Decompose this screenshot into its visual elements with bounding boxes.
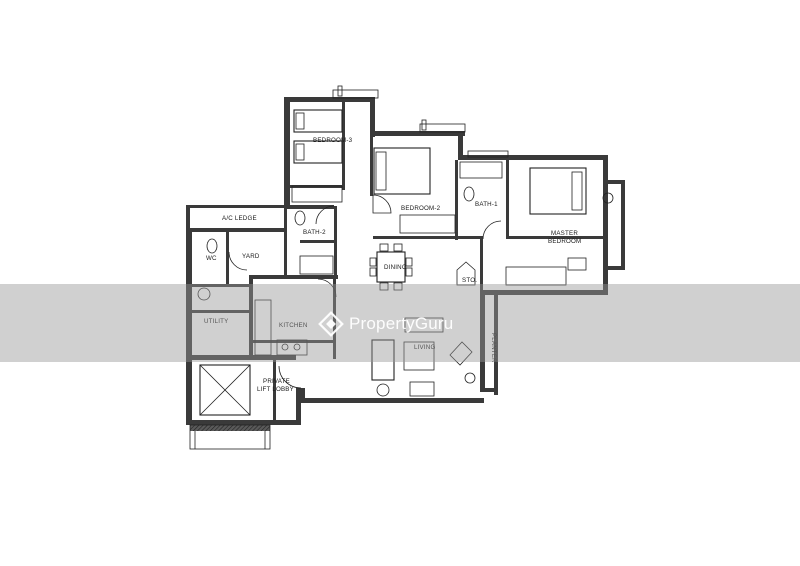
watermark: PropertyGuru — [318, 308, 453, 340]
label-kitchen: KITCHEN — [279, 322, 308, 329]
label-bedroom-3: BEDROOM-3 — [313, 137, 353, 144]
interior-walls — [192, 100, 606, 420]
label-dining: DINING — [384, 264, 407, 271]
propertyguru-logo-icon — [318, 311, 344, 337]
ac-ledge-hatch — [189, 424, 271, 450]
label-living: LIVING — [414, 344, 436, 351]
label-bath-1: BATH-1 — [475, 201, 498, 208]
label-lobby-line2: LIFT LOBBY — [257, 386, 294, 393]
wc-fixtures — [197, 238, 218, 301]
label-sto: STO. — [462, 277, 477, 284]
exterior-walls — [186, 97, 625, 425]
watermark-brand-text: PropertyGuru — [349, 314, 454, 333]
bedroom-2-bed — [372, 147, 456, 234]
bath-1-fixtures — [459, 161, 503, 240]
watermark-band — [0, 284, 800, 362]
label-lobby-line1: PRIVATE — [263, 378, 290, 385]
room-labels: BEDROOM-3 BEDROOM-2 BATH-1 MASTER BEDROO… — [204, 137, 581, 393]
label-bath-2: BATH-2 — [303, 229, 326, 236]
label-planter: PLANTER — [490, 333, 496, 363]
kitchen-counters — [254, 299, 308, 356]
label-utility: UTILITY — [204, 318, 228, 325]
label-master-line2: BEDROOM — [548, 238, 581, 245]
label-wc: WC — [206, 255, 217, 262]
lift-car — [199, 364, 251, 416]
label-master-line1: MASTER — [551, 230, 578, 237]
bath-2-fixtures — [294, 205, 335, 275]
door-swings — [228, 251, 476, 389]
windows — [332, 85, 509, 158]
master-bedroom-bed — [505, 167, 614, 286]
dining-set — [369, 243, 413, 291]
label-ac-ledge: A/C LEDGE — [222, 215, 257, 222]
label-yard: YARD — [242, 253, 260, 260]
living-furniture — [371, 317, 476, 397]
label-bedroom-2: BEDROOM-2 — [401, 205, 441, 212]
bedroom-3-beds — [291, 109, 343, 203]
